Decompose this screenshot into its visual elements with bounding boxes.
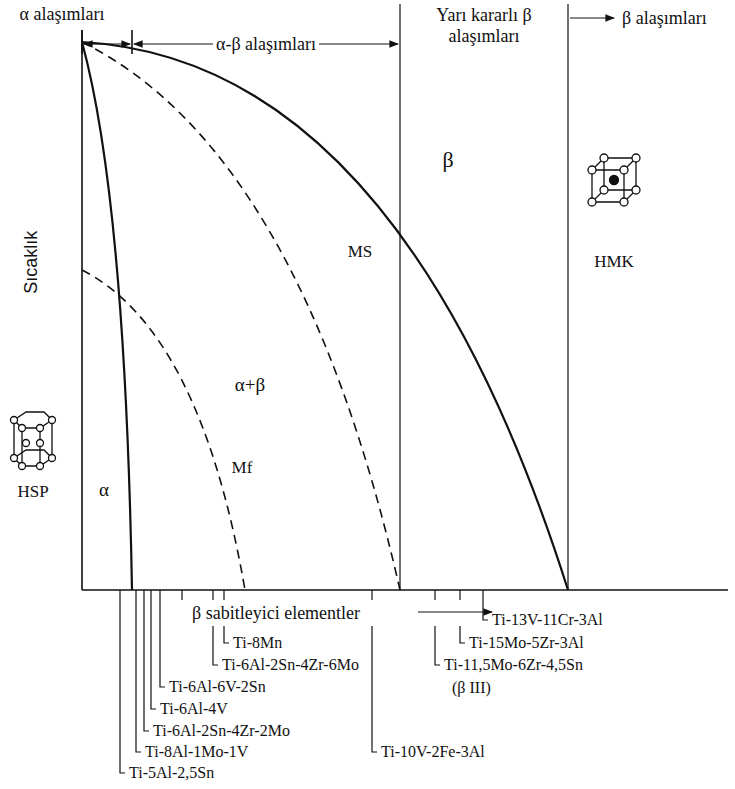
phase-label: α+β [235, 374, 265, 396]
alloy-name: Ti-6Al-4V [160, 700, 228, 718]
curve-label: Mf [232, 458, 253, 478]
stabiliser-arrow [418, 611, 492, 612]
axis-title: Sıcaklık [22, 230, 43, 293]
range-label: Yarı kararlı β alaşımları [409, 5, 559, 46]
alloy-name: Ti-11,5Mo-6Zr-4,5Sn [444, 656, 583, 674]
curve-label: MS [348, 242, 373, 262]
alloy-name: Ti-8Mn [233, 634, 282, 652]
alloy-name: Ti-13V-11Cr-3Al [492, 611, 603, 629]
alloy-name: Ti-10V-2Fe-3Al [381, 743, 485, 761]
alloy-name: Ti-6Al-2Sn-4Zr-2Mo [153, 722, 290, 740]
range-label: β alaşımları [622, 8, 707, 29]
structure-label: HSP [17, 482, 48, 502]
alloy-name: (β III) [452, 679, 491, 697]
ms-curve [82, 42, 400, 590]
range-label: α alaşımları [20, 4, 105, 25]
axis-label: β sabitleyici elementler [192, 603, 360, 624]
hcp-cell [11, 412, 56, 470]
range-label: α-β alaşımları [213, 34, 319, 55]
phase-label: β [442, 147, 453, 172]
structure-label: HMK [594, 252, 634, 272]
beta-transus [82, 42, 568, 590]
alloy-name: Ti-6Al-6V-2Sn [169, 678, 266, 696]
composition-axis [82, 589, 728, 591]
leader-lines [120, 590, 488, 773]
divider [131, 30, 133, 54]
alloy-name: Ti-8Al-1Mo-1V [145, 743, 248, 761]
divider [567, 4, 568, 590]
ticks [182, 590, 460, 600]
alpha-boundary [82, 42, 132, 590]
temperature-axis [81, 30, 83, 590]
mf-curve [82, 270, 245, 590]
bcc-cell [588, 154, 640, 206]
alloy-name: Ti-5Al-2,5Sn [129, 764, 214, 782]
divider [399, 4, 400, 590]
alloy-name: Ti-15Mo-5Zr-3Al [469, 634, 584, 652]
phase-label: α [99, 479, 109, 501]
alloy-name: Ti-6Al-2Sn-4Zr-6Mo [222, 656, 359, 674]
range-arrow [570, 17, 614, 18]
